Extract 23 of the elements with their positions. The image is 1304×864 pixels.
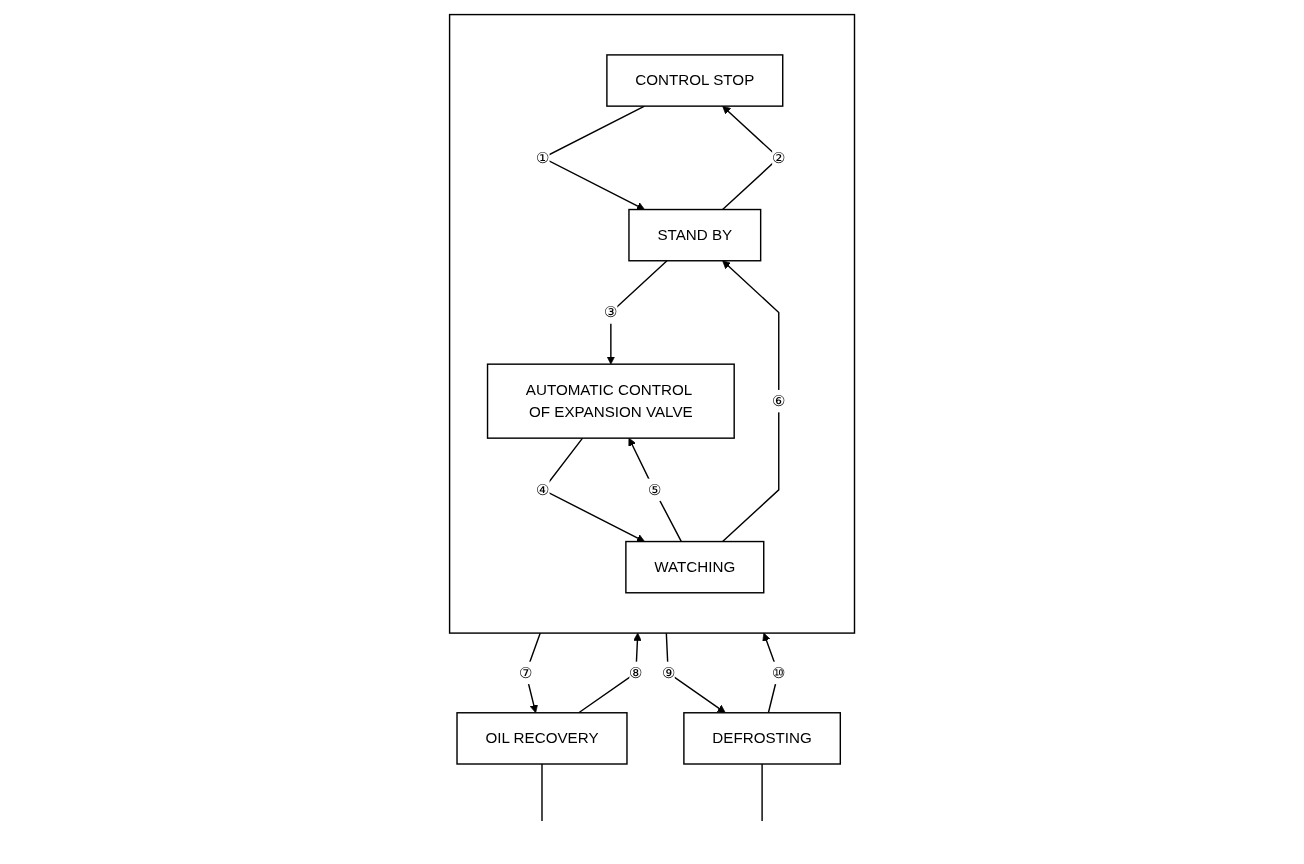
- arrow: [606, 260, 668, 365]
- edge-label: ⑨: [661, 664, 675, 681]
- node-box: WATCHING: [625, 540, 765, 594]
- edge-label: ⑩: [771, 664, 785, 681]
- edge-label: ②: [772, 149, 786, 166]
- edge-label: ⑦: [519, 664, 533, 681]
- arrow: [665, 632, 726, 714]
- connector: [541, 763, 543, 822]
- edge-label: ⑧: [629, 664, 643, 681]
- cluster: [448, 13, 856, 634]
- edge-label: ①: [536, 149, 550, 166]
- edge-label: ⑤: [647, 481, 661, 498]
- node-box: DEFROSTING: [683, 712, 841, 765]
- edge-label: ④: [536, 481, 550, 498]
- node-box: OIL RECOVERY: [456, 712, 628, 765]
- node-box: AUTOMATIC CONTROL OF EXPANSION VALVE: [486, 363, 735, 439]
- arrow: [721, 260, 780, 543]
- edge-label: ⑥: [772, 392, 786, 409]
- node-box: STAND BY: [628, 208, 762, 262]
- connector: [761, 763, 763, 822]
- node-box: CONTROL STOP: [606, 54, 784, 107]
- edge-label: ③: [604, 303, 618, 321]
- arrow: [628, 437, 682, 543]
